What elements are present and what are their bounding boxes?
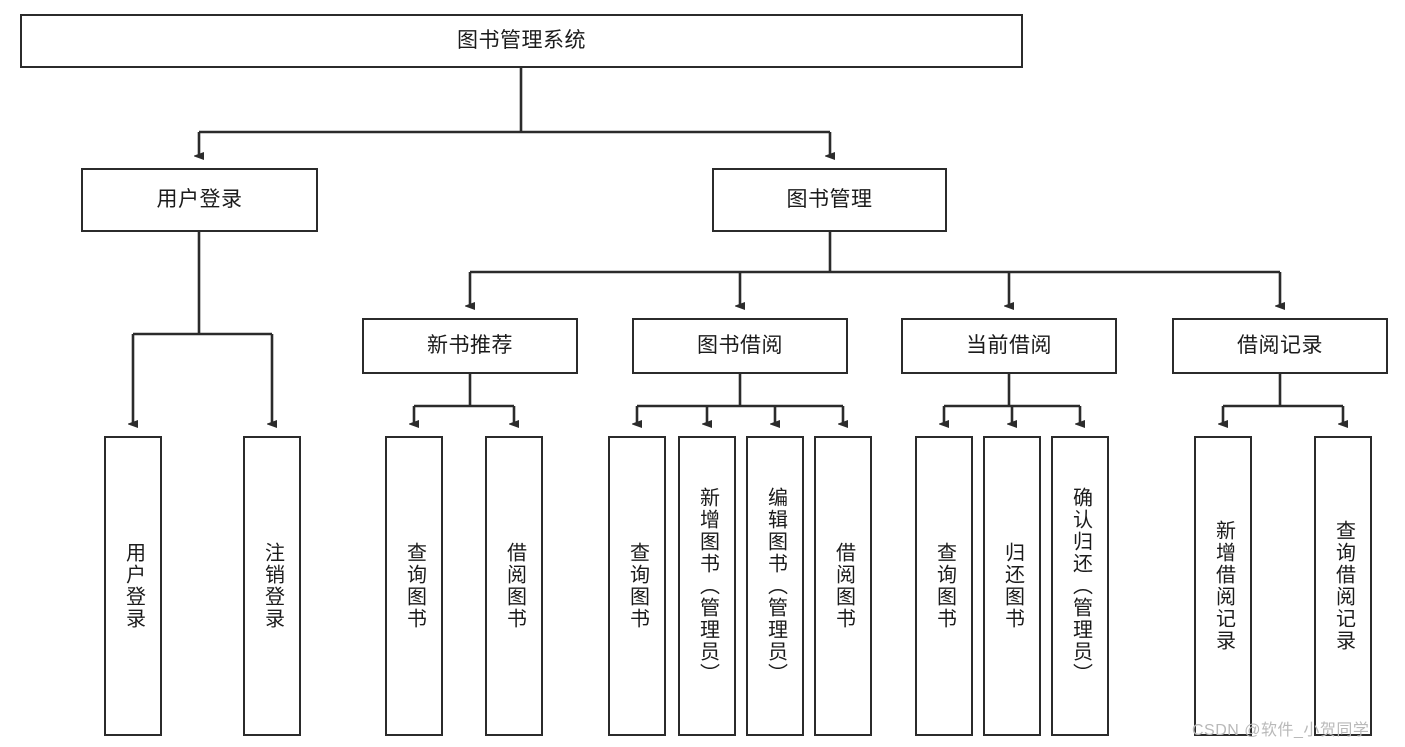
leaf-query-book-3-label: 查询图书 — [933, 542, 956, 630]
node-borrow-record[interactable]: 借阅记录 — [1172, 318, 1388, 374]
node-book-manage-label: 图书管理 — [786, 188, 873, 212]
leaf-query-book-1-label: 查询图书 — [403, 542, 426, 630]
node-new-book-recommend-label: 新书推荐 — [427, 334, 513, 358]
node-new-book-recommend[interactable]: 新书推荐 — [362, 318, 578, 374]
leaf-user-login-label: 用户登录 — [122, 542, 145, 630]
leaf-return-book[interactable]: 归还图书 — [983, 436, 1041, 736]
leaf-return-book-label: 归还图书 — [1001, 542, 1024, 630]
leaf-confirm-return[interactable]: 确认归还（管理员） — [1051, 436, 1109, 736]
node-user-login[interactable]: 用户登录 — [81, 168, 318, 232]
node-user-login-label: 用户登录 — [156, 188, 243, 212]
node-book-manage[interactable]: 图书管理 — [712, 168, 947, 232]
leaf-user-login[interactable]: 用户登录 — [104, 436, 162, 736]
node-book-borrow[interactable]: 图书借阅 — [632, 318, 848, 374]
node-root[interactable]: 图书管理系统 — [20, 14, 1023, 68]
node-borrow-record-label: 借阅记录 — [1237, 334, 1323, 358]
leaf-add-record[interactable]: 新增借阅记录 — [1194, 436, 1252, 736]
leaf-query-record[interactable]: 查询借阅记录 — [1314, 436, 1372, 736]
leaf-query-book-2[interactable]: 查询图书 — [608, 436, 666, 736]
leaf-add-book[interactable]: 新增图书（管理员） — [678, 436, 736, 736]
leaf-edit-book[interactable]: 编辑图书（管理员） — [746, 436, 804, 736]
leaf-user-logout-label: 注销登录 — [261, 542, 284, 630]
leaf-borrow-book-1-label: 借阅图书 — [503, 542, 526, 630]
leaf-user-logout[interactable]: 注销登录 — [243, 436, 301, 736]
leaf-query-book-3[interactable]: 查询图书 — [915, 436, 973, 736]
leaf-query-book-2-label: 查询图书 — [626, 542, 649, 630]
leaf-add-record-label: 新增借阅记录 — [1212, 520, 1235, 652]
leaf-query-book-1[interactable]: 查询图书 — [385, 436, 443, 736]
node-root-label: 图书管理系统 — [457, 29, 586, 53]
leaf-add-book-label: 新增图书（管理员） — [696, 487, 719, 685]
leaf-edit-book-label: 编辑图书（管理员） — [764, 487, 787, 685]
leaf-borrow-book-1[interactable]: 借阅图书 — [485, 436, 543, 736]
node-book-borrow-label: 图书借阅 — [697, 334, 783, 358]
node-current-borrow-label: 当前借阅 — [966, 334, 1052, 358]
leaf-borrow-book-2[interactable]: 借阅图书 — [814, 436, 872, 736]
leaf-confirm-return-label: 确认归还（管理员） — [1069, 487, 1092, 685]
node-current-borrow[interactable]: 当前借阅 — [901, 318, 1117, 374]
leaf-query-record-label: 查询借阅记录 — [1332, 520, 1355, 652]
leaf-borrow-book-2-label: 借阅图书 — [832, 542, 855, 630]
